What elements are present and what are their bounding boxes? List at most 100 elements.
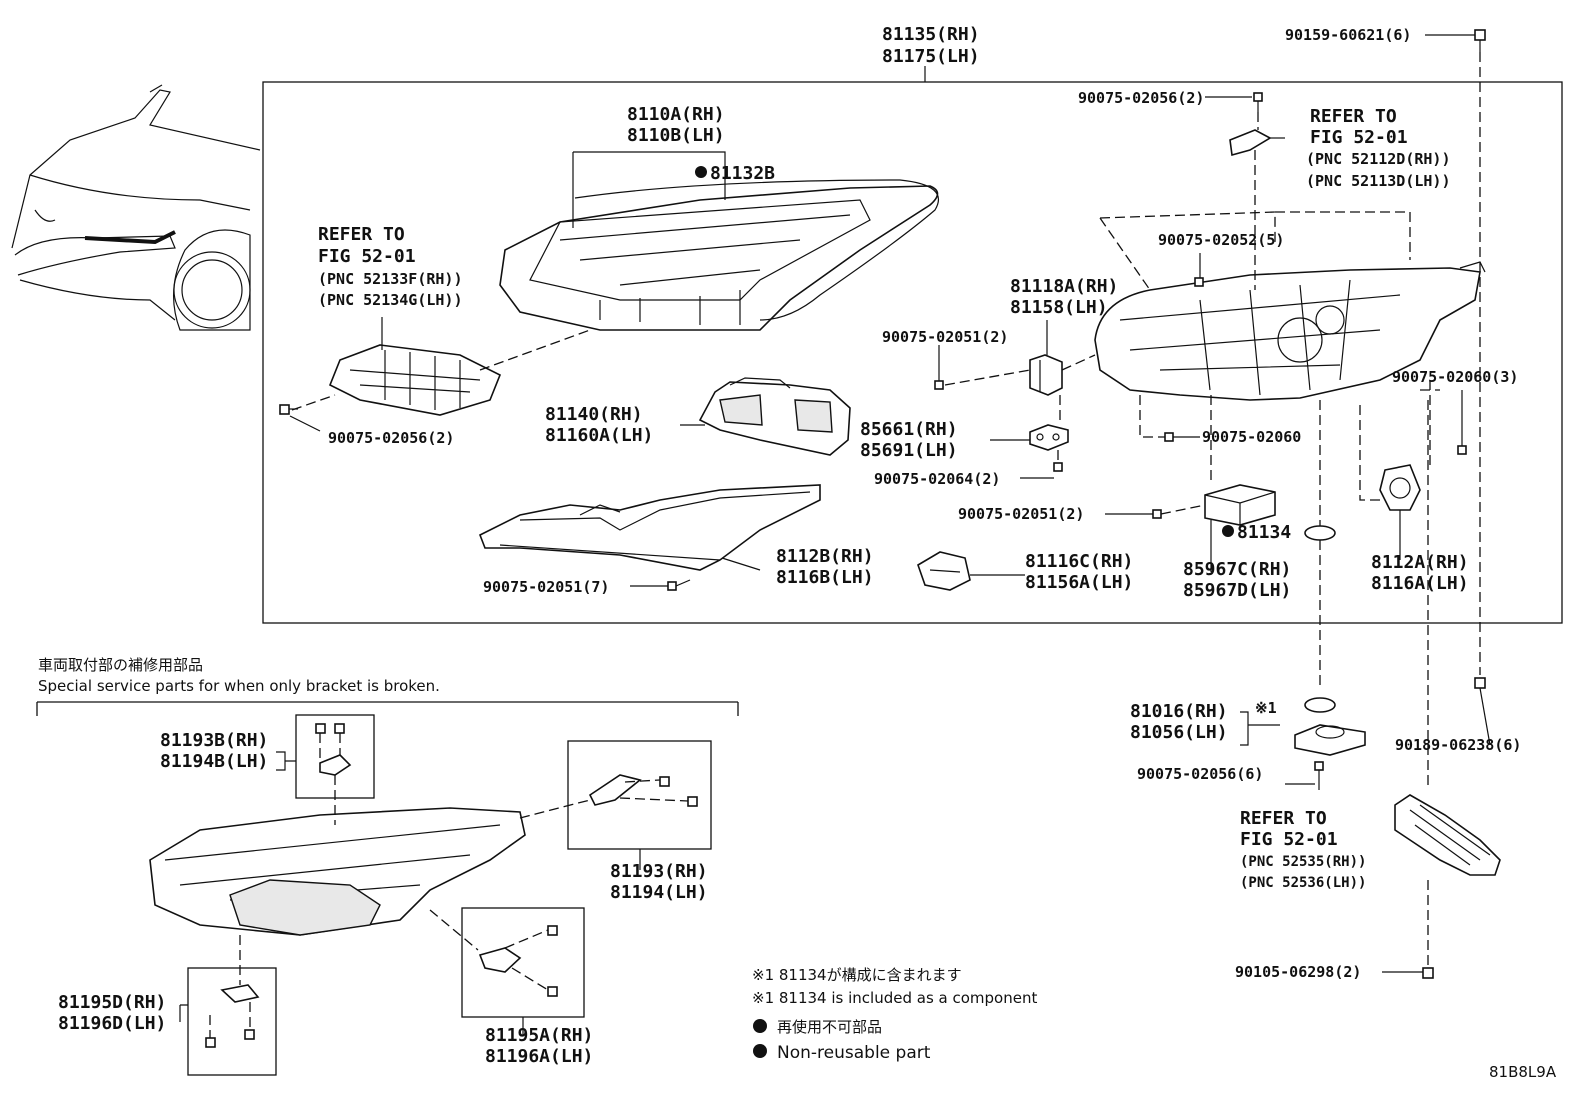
refer-label: FIG 52-01 [318,246,416,267]
headlamp-assembly-small [149,807,526,936]
screw-icon [205,1029,255,1048]
screw-icon [315,723,345,734]
box-81195d [187,967,277,1076]
part-number-label: 81134 [1237,522,1291,543]
part-number-label: 81196A(LH) [485,1046,593,1067]
screw-icon [659,776,698,807]
screw-icon [667,579,691,591]
screw-icon [1194,277,1204,287]
part-number-label: 81195D(RH) [58,992,166,1013]
part-number-label: 81195A(RH) [485,1025,593,1046]
gasket-wire [574,179,940,321]
screw-icon [1152,509,1162,519]
screw-icon [547,925,558,997]
note-en: ※1 81134 is included as a component [752,989,1037,1007]
part-number-label: 8112A(RH) [1371,552,1469,573]
legend-dot [753,1019,767,1033]
part-number-label: 81056(LH) [1130,722,1228,743]
screw-icon [1474,29,1486,52]
reflector [698,377,851,456]
clip [917,551,971,591]
headlamp-lens [499,185,939,331]
refer-label: (PNC 52133F(RH)) [318,270,463,288]
screw-icon [934,380,944,390]
screw-icon [1457,445,1467,455]
part-number-label: 81175(LH) [882,46,980,67]
refer-label: REFER TO [1310,106,1397,127]
part-number-label: 90189-06238(6) [1395,736,1521,754]
part-number-label: 81194B(LH) [160,751,268,772]
led-lamp-module [1294,697,1366,756]
screw-icon [1053,462,1063,472]
small-bracket [1229,129,1272,157]
diagram-code: 81B8L9A [1489,1063,1557,1081]
part-number-label: 90075-02051(7) [483,578,609,596]
bulb-socket [1029,424,1069,451]
part-number-label: 85661(RH) [860,419,958,440]
part-number-label: 85967D(LH) [1183,580,1291,601]
part-number-label: 90159-60621(6) [1285,26,1411,44]
special-parts-heading-en: Special service parts for when only brac… [38,677,440,695]
non-reusable-marker [1222,525,1234,537]
part-number-label: 81158(LH) [1010,297,1108,318]
part-number-label: 90075-02052(5) [1158,231,1284,249]
headlamp-housing [1094,261,1486,401]
part-number-label: 81193B(RH) [160,730,268,751]
part-number-label: 90075-02060 [1202,428,1301,446]
part-number-label: 90075-02056(2) [328,429,454,447]
lower-extension [478,484,821,571]
part-number-label: 81118A(RH) [1010,276,1118,297]
refer-label: (PNC 52535(RH)) [1240,854,1366,870]
assembly-frame [262,81,1563,624]
part-number-label: 90075-02051(2) [882,328,1008,346]
part-number-label: 90075-02056(6) [1137,765,1263,783]
labels: 81135(RH) 81175(LH) 8110A(RH) 8110B(LH) … [38,24,1557,1081]
legend-en: Non-reusable part [777,1043,931,1063]
part-number-label: 81194(LH) [610,882,708,903]
screw-icon [1253,92,1263,112]
screw-icon [279,404,298,415]
refer-label: REFER TO [1240,808,1327,829]
refer-label: REFER TO [318,224,405,245]
part-number-label: 81140(RH) [545,404,643,425]
part-number-label: 81135(RH) [882,24,980,45]
vehicle-sketch [11,84,261,331]
non-reusable-marker [695,166,707,178]
part-number-label: 81196D(LH) [58,1013,166,1034]
box-81195a [461,907,585,1018]
part-number-label: 85691(LH) [860,440,958,461]
part-number-label: 8116A(LH) [1371,573,1469,594]
note-jp: ※1 81134が構成に含まれます [752,966,962,984]
refer-label: (PNC 52112D(RH)) [1306,150,1451,168]
screw-icon [1314,761,1324,771]
refer-label: (PNC 52536(LH)) [1240,875,1366,891]
part-number-label: 90075-02060(3) [1392,368,1518,386]
special-parts-heading-jp: 車両取付部の補修用部品 [38,656,203,674]
part-number-label: 8112B(RH) [776,546,874,567]
part-number-label: 90075-02064(2) [874,470,1000,488]
screw-icon [1422,967,1434,979]
part-number-label: 81132B [710,163,775,184]
part-number-label: 81193(RH) [610,861,708,882]
lower-bracket [1394,794,1501,876]
leveling-actuator [1029,354,1063,396]
part-number-label: 81160A(LH) [545,425,653,446]
part-number-label: 81016(RH) [1130,701,1228,722]
screw-icon [1164,432,1174,442]
part-number-label: 90105-06298(2) [1235,963,1361,981]
part-number-label: 8116B(LH) [776,567,874,588]
part-number-label: 8110A(RH) [627,104,725,125]
screw-icon [1474,677,1486,689]
part-number-label: 8110B(LH) [627,125,725,146]
refer-label: FIG 52-01 [1240,829,1338,850]
refer-label: (PNC 52134G(LH)) [318,291,463,309]
refer-label: (PNC 52113D(LH)) [1306,172,1451,190]
left-bracket [328,344,502,416]
ecu-module [1204,484,1276,526]
part-number-label: 85967C(RH) [1183,559,1291,580]
part-number-label: 90075-02051(2) [958,505,1084,523]
legend-dot [753,1044,767,1058]
part-number-label: 81116C(RH) [1025,551,1133,572]
